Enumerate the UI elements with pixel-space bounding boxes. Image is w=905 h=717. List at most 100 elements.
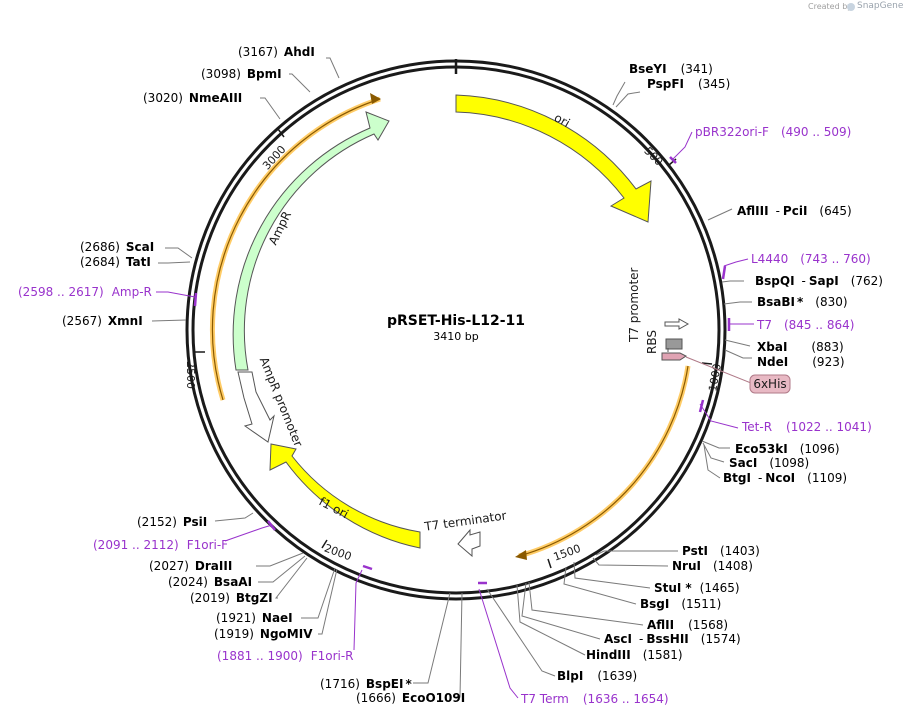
btgzi-pos: (2019)	[190, 591, 230, 605]
primer-connectors	[156, 131, 754, 699]
psii-pos: (2152)	[137, 515, 177, 529]
created-by-label: Created by	[808, 2, 853, 11]
sixhis-feature[interactable]	[661, 348, 687, 361]
afliii-pcii-pos: (645)	[819, 204, 851, 218]
bsabi-name: BsaBI	[757, 295, 795, 309]
bspei-name: BspEI	[366, 677, 404, 691]
ori-label: ori	[552, 111, 573, 131]
primer-labels: pBR322ori-F(490 .. 509) L4440(743 .. 760…	[18, 125, 872, 706]
tick-label-1500: 1500	[552, 542, 583, 564]
t7-term-range: (1636 .. 1654)	[583, 692, 669, 706]
amp-r-name: Amp-R	[112, 285, 152, 299]
rbs-label: RBS	[645, 330, 659, 354]
tick-label-1000: 1000	[706, 363, 724, 393]
svg-text:Tet-R(1022 .. 1041): Tet-R(1022 .. 1041)	[741, 420, 872, 434]
svg-text:BsaBI*(830): BsaBI* (830)	[757, 295, 848, 309]
plasmid-size: 3410 bp	[433, 330, 478, 343]
naei-name: NaeI	[262, 611, 293, 625]
pbr322ori-f-range: (490 .. 509)	[781, 125, 851, 139]
hindiii-name: HindIII	[586, 648, 631, 662]
feature-f1-ori[interactable]: f1 ori	[269, 443, 421, 549]
stui-star: *	[685, 581, 692, 595]
svg-text:NdeI(923): NdeI(923)	[757, 355, 845, 369]
svg-text:BseYI(341): BseYI(341)	[629, 62, 713, 76]
svg-text:L4440(743 .. 760): L4440(743 .. 760)	[751, 252, 871, 266]
rbs-feature[interactable]: RBS	[645, 330, 683, 354]
svg-text:HindIII(1581): HindIII(1581)	[586, 648, 683, 662]
stui-pos: (1465)	[700, 581, 740, 595]
snapgene-brand-label: SnapGene	[857, 1, 904, 11]
svg-text:XbaI(883): XbaI (883)	[757, 340, 844, 354]
bspqi-sapi-pos: (762)	[851, 274, 883, 288]
saci-pos: (1098)	[769, 456, 809, 470]
nmeaiii-pos: (3020)	[143, 91, 183, 105]
xbai-name: XbaI	[757, 340, 787, 354]
bsaai-pos: (2024)	[168, 575, 208, 589]
svg-text:(3098)BpmI: (3098) BpmI	[201, 67, 282, 81]
bsabi-star: *	[797, 295, 804, 309]
feature-t7-terminator[interactable]: T7 terminator	[423, 508, 508, 558]
svg-text:(2019)BtgZI: (2019) BtgZI	[190, 591, 273, 605]
f1ori-f-range: (2091 .. 2112)	[93, 538, 179, 552]
svg-text:(2686)ScaI: (2686) ScaI	[80, 240, 154, 254]
sixhis-tag-label: 6xHis	[753, 377, 786, 391]
svg-text:(2684)TatI: (2684)TatI	[80, 255, 151, 269]
bsabi-pos: (830)	[815, 295, 847, 309]
svg-text:(1716)BspEI*: (1716) BspEI*	[320, 677, 412, 691]
bsaai-name: BsaAI	[214, 575, 252, 589]
tet-r-name: Tet-R	[741, 420, 772, 434]
svg-text:BlpI(1639): BlpI(1639)	[557, 669, 637, 683]
svg-text:(2024)BsaAI: (2024) BsaAI	[168, 575, 252, 589]
nrui-name: NruI	[672, 559, 701, 573]
ngomiv-pos: (1919)	[214, 627, 254, 641]
sapi-name: SapI	[809, 274, 839, 288]
svg-text:(3020)NmeAIII: (3020) NmeAIII	[143, 91, 242, 105]
site-connectors	[151, 57, 752, 698]
t7-terminator-label: T7 terminator	[423, 508, 508, 534]
plasmid-name: pRSET-His-L12-11	[387, 313, 525, 329]
scai-name: ScaI	[126, 240, 154, 254]
t7-range: (845 .. 864)	[784, 318, 854, 332]
svg-text:BspQI-SapI(762): BspQI-SapI(762)	[755, 274, 883, 288]
svg-text:(2567)XmnI: (2567)XmnI	[62, 314, 143, 328]
svg-text:StuI*(1465): StuI*(1465)	[654, 581, 740, 595]
ngomiv-name: NgoMIV	[260, 627, 313, 641]
ncoi-name: NcoI	[765, 471, 795, 485]
nrui-pos: (1408)	[713, 559, 753, 573]
bsgi-pos: (1511)	[681, 597, 721, 611]
ahdi-name: AhdI	[284, 45, 315, 59]
bspei-star: *	[405, 677, 412, 691]
bsshii-name: BssHII	[646, 632, 688, 646]
blpi-name: BlpI	[557, 669, 583, 683]
nmeaiii-name: NmeAIII	[189, 91, 242, 105]
svg-text:T7 Term(1636 .. 1654): T7 Term (1636 .. 1654)	[520, 692, 669, 706]
btgi-ncoi-pos: (1109)	[807, 471, 847, 485]
t7-term-name: T7 Term	[520, 692, 569, 706]
bspqi-name: BspQI	[755, 274, 795, 288]
snapgene-logo-icon	[847, 3, 855, 11]
svg-text:(3167)AhdI: (3167)AhdI	[238, 45, 315, 59]
bpmi-pos: (3098)	[201, 67, 241, 81]
svg-text:(2027)DraIII: (2027)DraIII	[149, 559, 232, 573]
site-labels-right: BseYI(341) PspFI(345) AflIII-PciI(645) B…	[557, 62, 883, 683]
svg-text:AscI-BssHII(1574): AscI-BssHII(1574)	[604, 632, 741, 646]
t7-promoter-feature[interactable]: T7 promoter	[627, 267, 690, 343]
bsgi-name: BsgI	[640, 597, 669, 611]
l4440-range: (743 .. 760)	[800, 252, 870, 266]
svg-text:AflII(1568): AflII(1568)	[647, 618, 728, 632]
feature-ori[interactable]: ori	[455, 94, 652, 223]
xbai-pos: (883)	[811, 340, 843, 354]
btgzi-name: BtgZI	[236, 591, 273, 605]
site-labels-left: (3167)AhdI (3098) BpmI (3020) NmeAIII (268…	[62, 45, 465, 705]
sixhis-tag[interactable]: 6xHis	[685, 356, 791, 394]
svg-text:SacI(1098): SacI(1098)	[729, 456, 809, 470]
svg-text:(2091 .. 2112)F1ori-F: (2091 .. 2112)F1ori-F	[93, 538, 228, 552]
bspei-pos: (1716)	[320, 677, 360, 691]
ndei-name: NdeI	[757, 355, 788, 369]
eco0109i-name: EcoO109I	[402, 691, 465, 705]
bpmi-name: BpmI	[247, 67, 282, 81]
svg-text:NruI(1408): NruI (1408)	[672, 559, 753, 573]
f1ori-r-range: (1881 .. 1900)	[217, 649, 303, 663]
feature-orf-arc[interactable]	[209, 93, 691, 560]
scai-pos: (2686)	[80, 240, 120, 254]
